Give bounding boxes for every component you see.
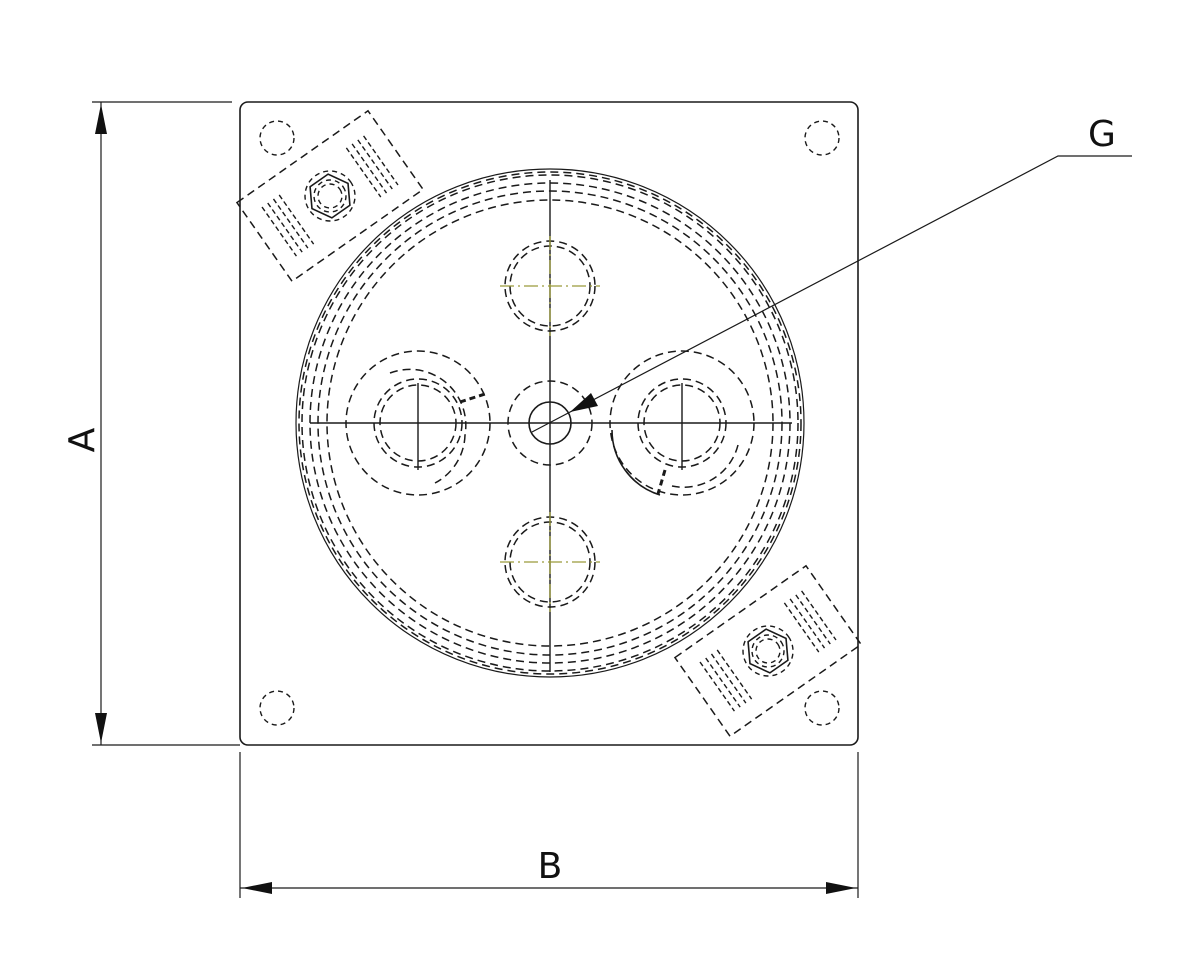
dimension-b: B — [239, 752, 859, 898]
leader-g: G — [531, 114, 1132, 433]
callout-g-label: G — [1088, 114, 1116, 155]
corner-hole-top-left — [259, 120, 295, 156]
right-port — [609, 350, 755, 496]
dimension-a: A — [62, 101, 240, 746]
corner-hole-bottom-right — [804, 690, 840, 726]
top-hole — [500, 236, 600, 336]
cable-gland-top-left — [235, 109, 425, 283]
corner-hole-top-right — [804, 120, 840, 156]
cable-gland-bottom-right — [673, 564, 863, 738]
left-port — [345, 350, 491, 496]
corner-hole-bottom-left — [259, 690, 295, 726]
corner-holes — [259, 120, 840, 726]
center-bore — [507, 380, 593, 466]
bottom-hole — [500, 512, 600, 612]
plate-outline — [239, 101, 859, 746]
dimension-a-label: A — [62, 427, 103, 452]
dimension-b-label: B — [538, 846, 563, 887]
